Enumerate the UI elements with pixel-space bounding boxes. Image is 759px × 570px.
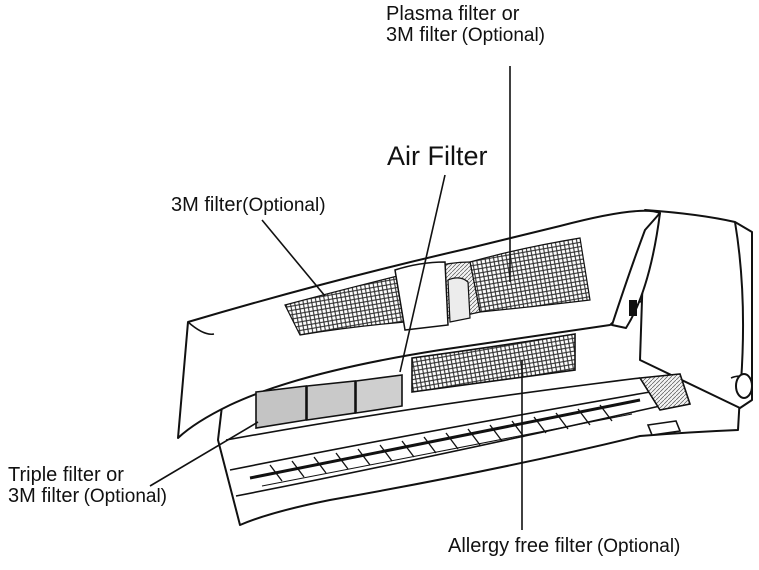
filter-panels	[255, 333, 576, 429]
three-m-filter-label-main: 3M filter	[171, 194, 243, 216]
plasma-filter-optional: (Optional)	[461, 25, 545, 46]
top-mesh-filter	[284, 237, 591, 336]
air-filter-callout-line	[399, 174, 446, 373]
allergy-free-filter-label-main: Allergy free filter	[448, 535, 593, 557]
three-m-callout-line	[261, 219, 326, 297]
louver-grille	[225, 373, 692, 497]
triple-filter-label-line1: Triple filter or	[8, 464, 124, 486]
air-filter-label: Air Filter	[387, 141, 488, 171]
triple-filter-label-line2: 3M filter	[8, 485, 80, 507]
triple-filter-optional: (Optional)	[83, 486, 167, 507]
plasma-filter-label-line2: 3M filter	[386, 24, 458, 46]
plasma-filter-label: Plasma filter or 3M filter (Optional)	[386, 4, 545, 46]
three-m-filter-label: 3M filter(Optional)	[171, 195, 326, 216]
three-m-filter-optional: (Optional)	[242, 195, 326, 216]
triple-callout-line	[149, 421, 259, 487]
callout-lines	[149, 66, 523, 530]
allergy-free-filter-label: Allergy free filter (Optional)	[448, 536, 680, 557]
plasma-filter-label-line1: Plasma filter or	[386, 3, 520, 25]
triple-filter-label: Triple filter or 3M filter (Optional)	[8, 465, 167, 507]
allergy-free-filter-optional: (Optional)	[596, 536, 681, 557]
